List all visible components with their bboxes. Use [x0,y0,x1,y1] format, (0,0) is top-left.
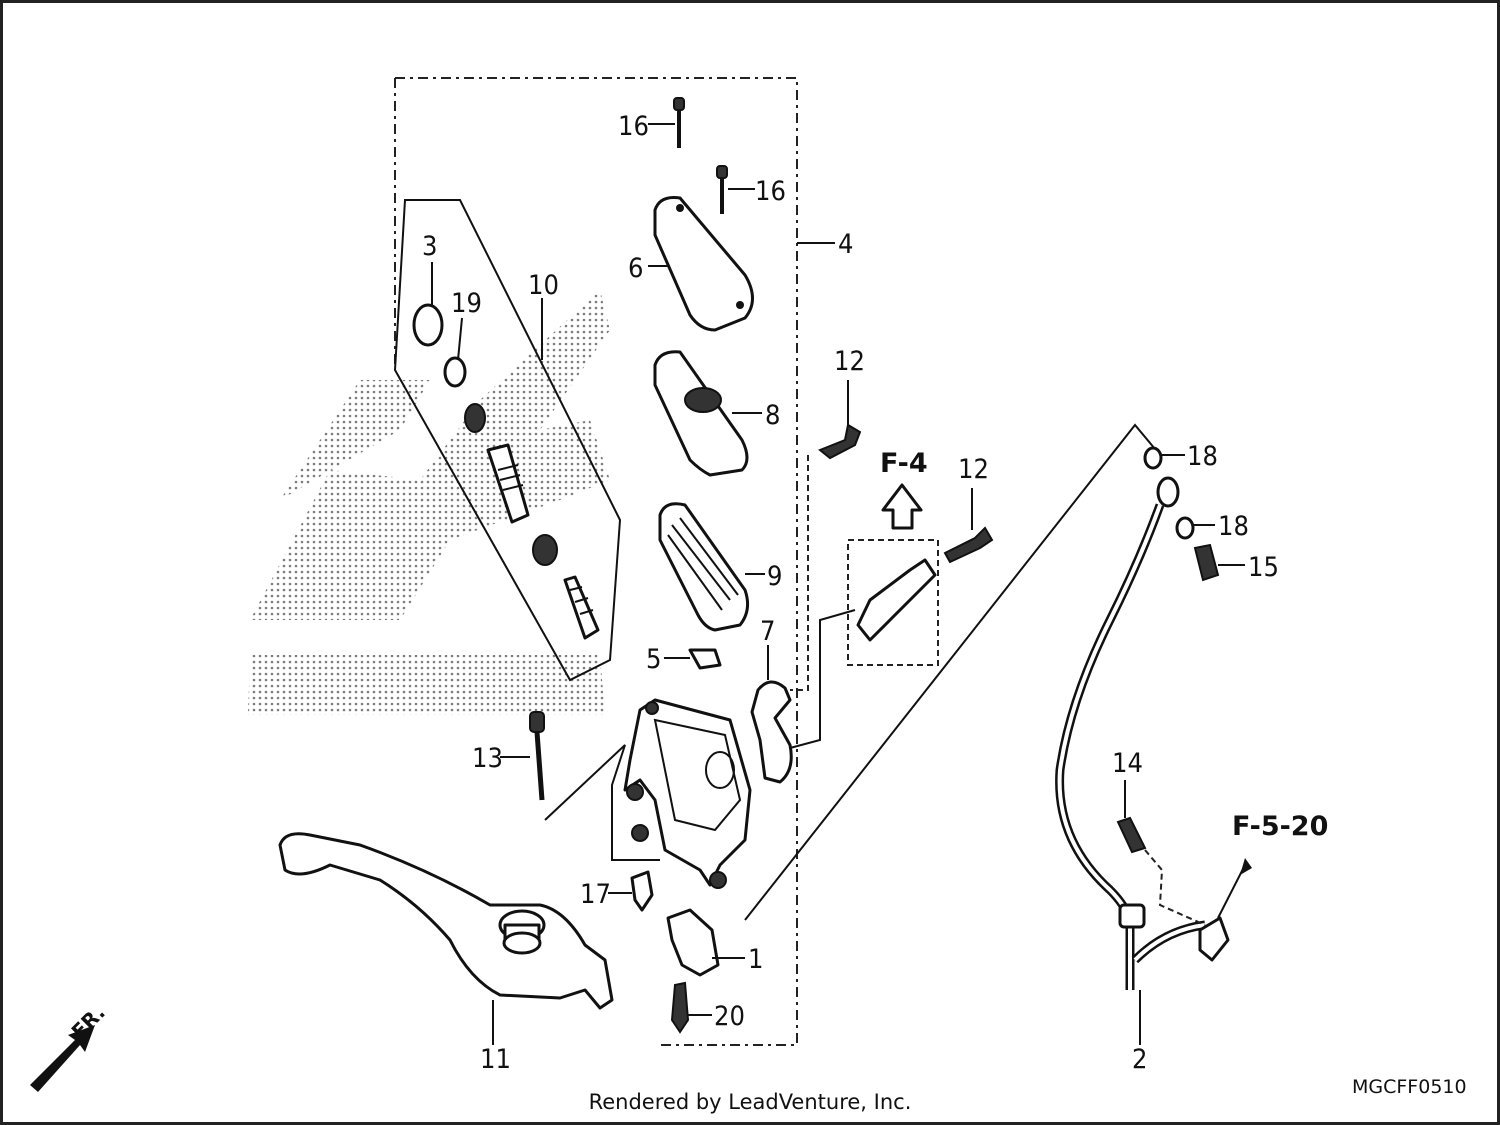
callout-15[interactable]: 15 [1248,552,1279,583]
ref-f520-arrowhead [1240,858,1252,875]
piston[interactable] [486,443,530,524]
boot-3[interactable] [412,303,444,347]
diagram-code: MGCFF0510 [1352,1076,1467,1098]
screw-12-right[interactable] [943,526,994,564]
piston-kit-outline [393,199,622,682]
callout-1[interactable]: 1 [748,944,763,975]
bolt-14-leader [1144,849,1206,926]
callout-18-top[interactable]: 18 [1187,441,1218,472]
diaphragm-9[interactable] [658,502,750,632]
ref-f520[interactable]: F-5-20 [1232,811,1328,842]
master-cylinder-body[interactable] [623,698,752,889]
callout-17[interactable]: 17 [580,879,611,910]
banjo-leader [744,423,1161,921]
pivot-nut-17[interactable] [630,870,654,912]
ref-f4-arrow [881,483,923,530]
switch-leader [789,609,856,749]
callout-12-right[interactable]: 12 [958,454,989,485]
clip-5[interactable] [688,648,722,670]
callout-10[interactable]: 10 [528,270,559,301]
callout-3[interactable]: 3 [422,231,437,262]
callout-16-top[interactable]: 16 [618,111,649,142]
callout-12-left[interactable]: 12 [834,346,865,377]
cup[interactable] [532,534,558,566]
callout-7[interactable]: 7 [760,616,775,647]
callout-5[interactable]: 5 [646,644,661,675]
holder-7[interactable] [750,680,793,784]
callout-14[interactable]: 14 [1112,748,1143,779]
callout-11[interactable]: 11 [480,1044,511,1075]
brand-watermark [248,290,610,715]
circlip-19[interactable] [443,356,467,388]
brake-hose-2[interactable] [1055,476,1230,990]
stop-switch-1[interactable] [666,908,720,977]
washer-18-mid[interactable] [1175,516,1195,540]
diaphragm-plate-8[interactable] [653,350,749,477]
screw-12-leader [790,455,809,691]
callout-20[interactable]: 20 [714,1001,745,1032]
callout-6[interactable]: 6 [628,253,643,284]
callout-9[interactable]: 9 [767,561,782,592]
bolt-14[interactable] [1116,816,1147,854]
screw-12-left[interactable] [818,423,862,460]
callout-2[interactable]: 2 [1132,1044,1147,1075]
screw-20[interactable] [670,981,690,1034]
assembly-outline [395,77,798,1046]
banjo-bolt-15[interactable] [1193,543,1220,582]
callout-19[interactable]: 19 [451,288,482,319]
callout-16-right[interactable]: 16 [755,176,786,207]
callout-13[interactable]: 13 [472,743,503,774]
switch-box [847,539,939,666]
brake-switch[interactable] [856,558,937,642]
ref-f4[interactable]: F-4 [880,448,928,479]
piston-washer[interactable] [464,403,486,433]
render-credit: Rendered by LeadVenture, Inc. [588,1090,912,1114]
screw-16-right[interactable] [716,165,728,214]
callout-18-mid[interactable]: 18 [1218,511,1249,542]
reservoir-cap-6[interactable] [653,196,754,332]
brake-lever-11[interactable] [278,832,614,1010]
front-arrow-icon [30,1025,95,1092]
screw-16-top[interactable] [673,97,685,148]
spring[interactable] [563,575,600,640]
callout-8[interactable]: 8 [765,400,780,431]
callout-leaders [431,123,1245,1045]
pivot-leader [544,744,660,861]
callout-4[interactable]: 4 [838,229,853,260]
washer-18-top[interactable] [1143,446,1163,470]
pivot-bolt-13[interactable] [529,711,545,801]
